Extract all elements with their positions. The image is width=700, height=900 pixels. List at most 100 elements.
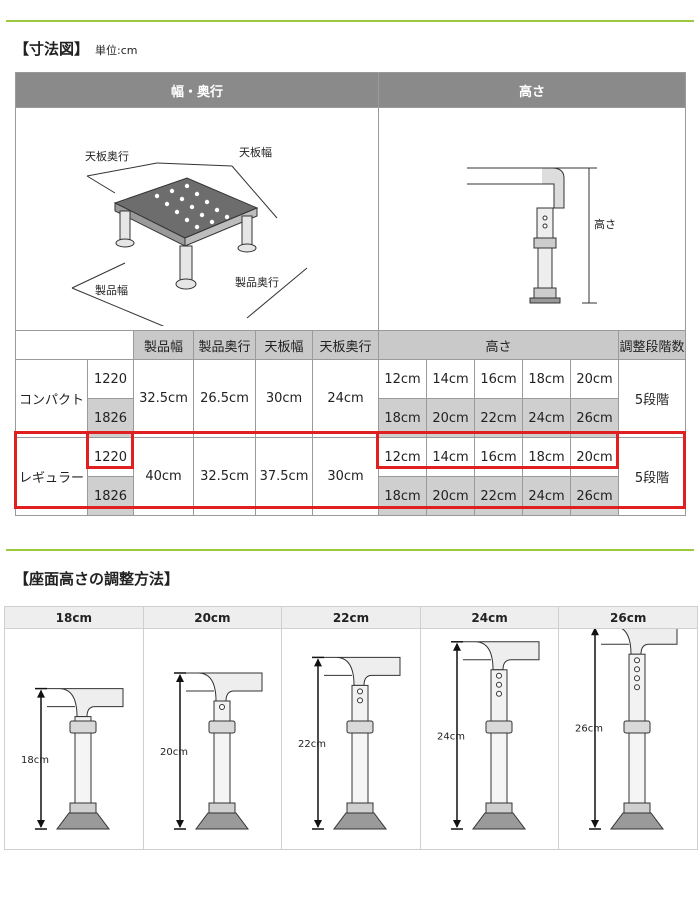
foot-collar	[485, 802, 513, 814]
lower-leg-tube	[351, 732, 369, 804]
height-leg-svg: 24cm	[437, 641, 540, 830]
adjust-hole-icon	[218, 704, 225, 710]
col-top-depth: 天板奥行	[311, 330, 380, 360]
foot-collar	[623, 802, 651, 814]
model-code: 1220	[87, 359, 134, 399]
cell-depth: 32.5cm	[193, 437, 256, 516]
adjustment-title-text: 【座面高さの調整方法】	[14, 570, 180, 588]
adjust-column: 22cm 22cm	[282, 607, 421, 849]
row-name: レギュラー	[15, 437, 88, 516]
rubber-foot	[610, 812, 665, 830]
height-leg-svg: 18cm	[21, 687, 124, 830]
arrow-down-icon	[452, 820, 461, 828]
dimension-label: 20cm	[160, 747, 188, 758]
adjust-hole-icon	[634, 684, 641, 691]
rubber-foot	[56, 812, 110, 830]
seat-shape	[324, 656, 401, 686]
adjust-diagram: 24cm	[421, 629, 559, 849]
foot-collar	[346, 802, 374, 814]
adjust-column: 18cm 18cm	[5, 607, 144, 849]
seat-shape	[462, 641, 540, 671]
joint-collar	[346, 720, 374, 734]
arrow-down-icon	[37, 820, 45, 828]
dimension-label: 26cm	[575, 724, 603, 735]
cell-height: 12cm	[378, 359, 428, 399]
col-product-depth: 製品奥行	[193, 330, 256, 360]
stool-diagram-cell: 天板奥行 天板幅 製品幅 製品奥行	[14, 107, 380, 337]
cell-height: 16cm	[474, 437, 524, 477]
arrow-down-icon	[175, 820, 184, 828]
cell-height: 22cm	[474, 476, 524, 516]
header-width-depth: 幅・奥行	[14, 72, 380, 108]
model-code: 1826	[87, 476, 134, 516]
dimension-label: 18cm	[21, 755, 49, 766]
height-leg-svg: 26cm	[575, 625, 678, 830]
arrow-up-icon	[314, 658, 323, 667]
adjust-hole-icon	[634, 657, 641, 664]
seat-shape	[601, 625, 678, 655]
arrow-up-icon	[591, 627, 600, 636]
col-top-width: 天板幅	[255, 330, 313, 360]
joint-collar	[623, 720, 651, 734]
row-name: コンパクト	[15, 359, 88, 438]
adjust-diagram: 18cm	[5, 629, 143, 849]
cell-height: 26cm	[570, 476, 620, 516]
col-product-width: 製品幅	[133, 330, 194, 360]
adjust-hole-icon	[495, 672, 502, 679]
adjust-diagram: 26cm	[559, 625, 697, 849]
adjust-column: 20cm 20cm	[143, 607, 283, 849]
adjust-hole-icon	[357, 697, 364, 704]
label-height: 高さ	[594, 217, 616, 231]
cell-height: 18cm	[522, 437, 572, 477]
arrow-down-icon	[591, 820, 600, 828]
dimension-label: 22cm	[298, 739, 326, 750]
highlight-regular-row	[14, 431, 686, 509]
adjust-header: 24cm	[420, 607, 559, 629]
header-height: 高さ	[378, 72, 687, 108]
arrow-up-icon	[452, 642, 461, 651]
arrow-up-icon	[37, 689, 45, 698]
rubber-foot	[333, 812, 388, 830]
adjust-hole-icon	[495, 690, 502, 697]
stool-isometric-diagram: 天板奥行 天板幅 製品幅 製品奥行	[71, 145, 308, 337]
cell-height: 16cm	[474, 359, 524, 399]
col-steps: 調整段階数	[618, 330, 687, 360]
cell-width: 32.5cm	[133, 359, 194, 438]
label-product-width: 製品幅	[95, 283, 128, 297]
adjust-header: 22cm	[282, 607, 420, 629]
cell-height: 20cm	[570, 359, 620, 399]
lower-leg-tube	[628, 732, 646, 804]
rubber-foot	[194, 812, 249, 830]
adjust-header: 26cm	[559, 607, 697, 629]
height-leg-svg: 22cm	[298, 656, 401, 830]
arrow-down-icon	[314, 820, 323, 828]
adjust-hole-icon	[634, 666, 641, 673]
seat-shape	[47, 688, 124, 718]
dimensions-title-text: 【寸法図】	[14, 40, 90, 58]
label-top-depth: 天板奥行	[85, 149, 129, 163]
adjustment-panel: 18cm 18cm 20cm 20cm 22cm 22cm 24cm 24cm …	[4, 606, 698, 850]
label-product-depth: 製品奥行	[235, 275, 279, 289]
cell-top-width: 30cm	[255, 359, 313, 438]
adjust-header: 18cm	[5, 607, 143, 629]
cell-height: 18cm	[522, 359, 572, 399]
foot-collar	[208, 802, 236, 814]
adjust-column: 24cm 24cm	[420, 607, 560, 849]
col-height: 高さ	[378, 330, 620, 360]
middle-divider	[6, 549, 694, 551]
lower-leg-tube	[74, 732, 92, 804]
arrow-up-icon	[175, 674, 184, 682]
adjust-diagram: 22cm	[282, 629, 420, 849]
cell-height: 20cm	[426, 476, 476, 516]
cell-top-depth: 24cm	[311, 359, 380, 438]
table-row: 1826 18cm 20cm 22cm 24cm 26cm	[16, 476, 686, 516]
dimension-label: 24cm	[437, 731, 465, 742]
top-divider	[6, 20, 694, 22]
highlight-regular-1220-heights	[376, 431, 619, 469]
joint-collar	[69, 720, 97, 734]
adjust-header: 20cm	[143, 607, 282, 629]
adjust-column: 26cm 26cm	[559, 607, 697, 849]
foot-collar	[69, 802, 97, 814]
label-top-width: 天板幅	[239, 145, 272, 159]
cell-height: 20cm	[570, 437, 620, 477]
